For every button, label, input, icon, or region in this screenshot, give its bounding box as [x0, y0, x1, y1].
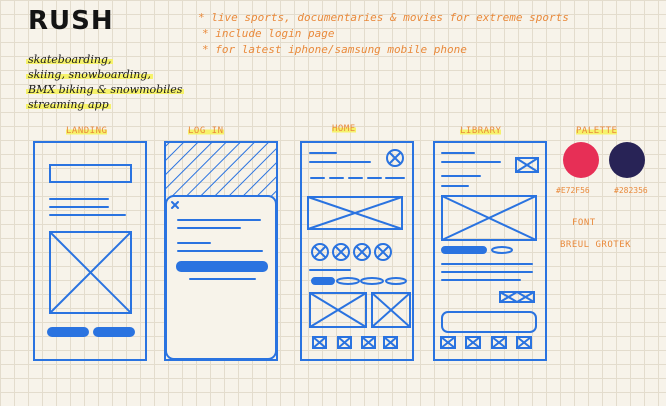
home-featured-banner: [307, 196, 403, 230]
description-line: skateboarding,: [26, 53, 114, 66]
login-submit-button: [176, 261, 268, 272]
landing-button-login: [93, 327, 135, 337]
landing-logo-box: [49, 164, 132, 183]
home-category-circles: [311, 243, 392, 261]
library-tab-bar: [440, 336, 532, 349]
library-phone-frame: [433, 141, 547, 361]
landing-button-signup: [47, 327, 89, 337]
screen-label-login: LOG IN: [188, 126, 224, 136]
note-line: * for latest iphone/samsung mobile phone: [202, 43, 467, 56]
description-line: BMX biking & snowmobiles: [26, 83, 185, 96]
palette-label: PALETTE: [576, 126, 618, 136]
home-profile-icon: [386, 149, 404, 167]
palette-hex-navy: #282356: [614, 186, 648, 195]
library-small-thumb: [499, 291, 535, 303]
home-phone-frame: [300, 141, 414, 361]
note-line: * live sports, documentaries & movies fo…: [198, 11, 569, 24]
requirements-notes: * live sports, documentaries & movies fo…: [198, 10, 569, 58]
library-wireframe: [433, 141, 547, 361]
screen-label-landing: LANDING: [66, 126, 108, 136]
library-list-card: [441, 311, 537, 333]
screen-label-library: LIBRARY: [460, 126, 502, 136]
app-description: skateboarding, skiing, snowboarding, BMX…: [26, 52, 185, 112]
palette-swatch-navy: [609, 142, 645, 178]
home-content-thumbnails: [309, 292, 411, 328]
screen-label-home: HOME: [332, 124, 356, 134]
landing-hero-image: [49, 231, 132, 314]
home-wireframe: [300, 141, 414, 361]
home-tab-bar: [312, 336, 398, 349]
login-sheet: [165, 195, 277, 360]
library-featured-image: [441, 195, 537, 241]
palette-hex-pink: #E72F56: [556, 186, 590, 195]
note-line: * include login page: [202, 27, 335, 40]
landing-wireframe: [33, 141, 147, 361]
app-title: RUSH: [28, 6, 114, 36]
palette-swatch-pink: [563, 142, 599, 178]
landing-phone-frame: [33, 141, 147, 361]
login-wireframe: [164, 141, 278, 361]
description-line: streaming app: [26, 98, 111, 111]
font-label: FONT: [572, 218, 596, 228]
library-icon-box: [515, 157, 539, 173]
font-name: BREUL GROTEK: [560, 240, 632, 250]
description-line: skiing, snowboarding,: [26, 68, 153, 81]
